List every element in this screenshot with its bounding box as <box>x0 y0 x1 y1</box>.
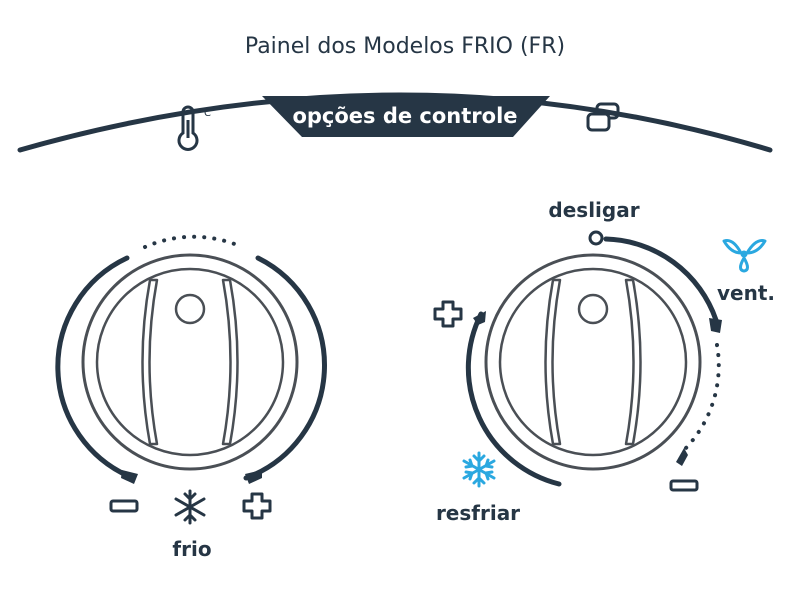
thermostat-knob-group: frio <box>55 234 327 561</box>
mode-fan-icon <box>722 239 767 273</box>
mode-plus-icon <box>433 300 463 328</box>
mode-off-label: desligar <box>548 198 639 222</box>
thermostat-snowflake-icon <box>174 489 206 525</box>
thermometer-celsius-icon: °C <box>177 105 211 151</box>
thermostat-knob[interactable] <box>81 253 299 471</box>
mode-cool-label: resfriar <box>436 501 520 525</box>
mode-snowflake-icon <box>462 451 496 488</box>
thermostat-minus-icon <box>109 499 139 513</box>
mode-minus-marker <box>676 448 688 466</box>
thermostat-right-marker <box>245 470 262 484</box>
mode-plus-marker <box>473 311 486 325</box>
thermostat-label: frio <box>172 537 211 561</box>
thermostat-plus-icon <box>242 492 272 520</box>
mode-off-indicator <box>588 230 604 246</box>
mode-dotted-arc <box>682 343 721 452</box>
header-label-background <box>262 96 550 137</box>
header-arc <box>17 92 773 153</box>
thermostat-left-marker <box>121 470 138 484</box>
thermometer-unit-label: °C <box>199 108 211 119</box>
mode-minus-icon <box>669 479 699 492</box>
thermostat-ring-right-arc <box>243 255 327 481</box>
page-title: Painel dos Modelos FRIO (FR) <box>245 34 565 59</box>
mode-knob-group: desligar vent. resfriar <box>433 198 775 525</box>
mode-knob[interactable] <box>484 253 702 471</box>
mode-ring-left-arc <box>465 311 562 487</box>
mode-fan-marker <box>709 318 722 333</box>
mode-fan-label: vent. <box>717 281 775 305</box>
thermostat-dotted-arc <box>143 234 244 249</box>
stacked-rectangles-icon <box>586 102 620 132</box>
mode-ring-top-arc <box>603 236 719 323</box>
thermostat-ring-left-arc <box>55 255 136 481</box>
header-label: opções de controle <box>292 104 517 128</box>
